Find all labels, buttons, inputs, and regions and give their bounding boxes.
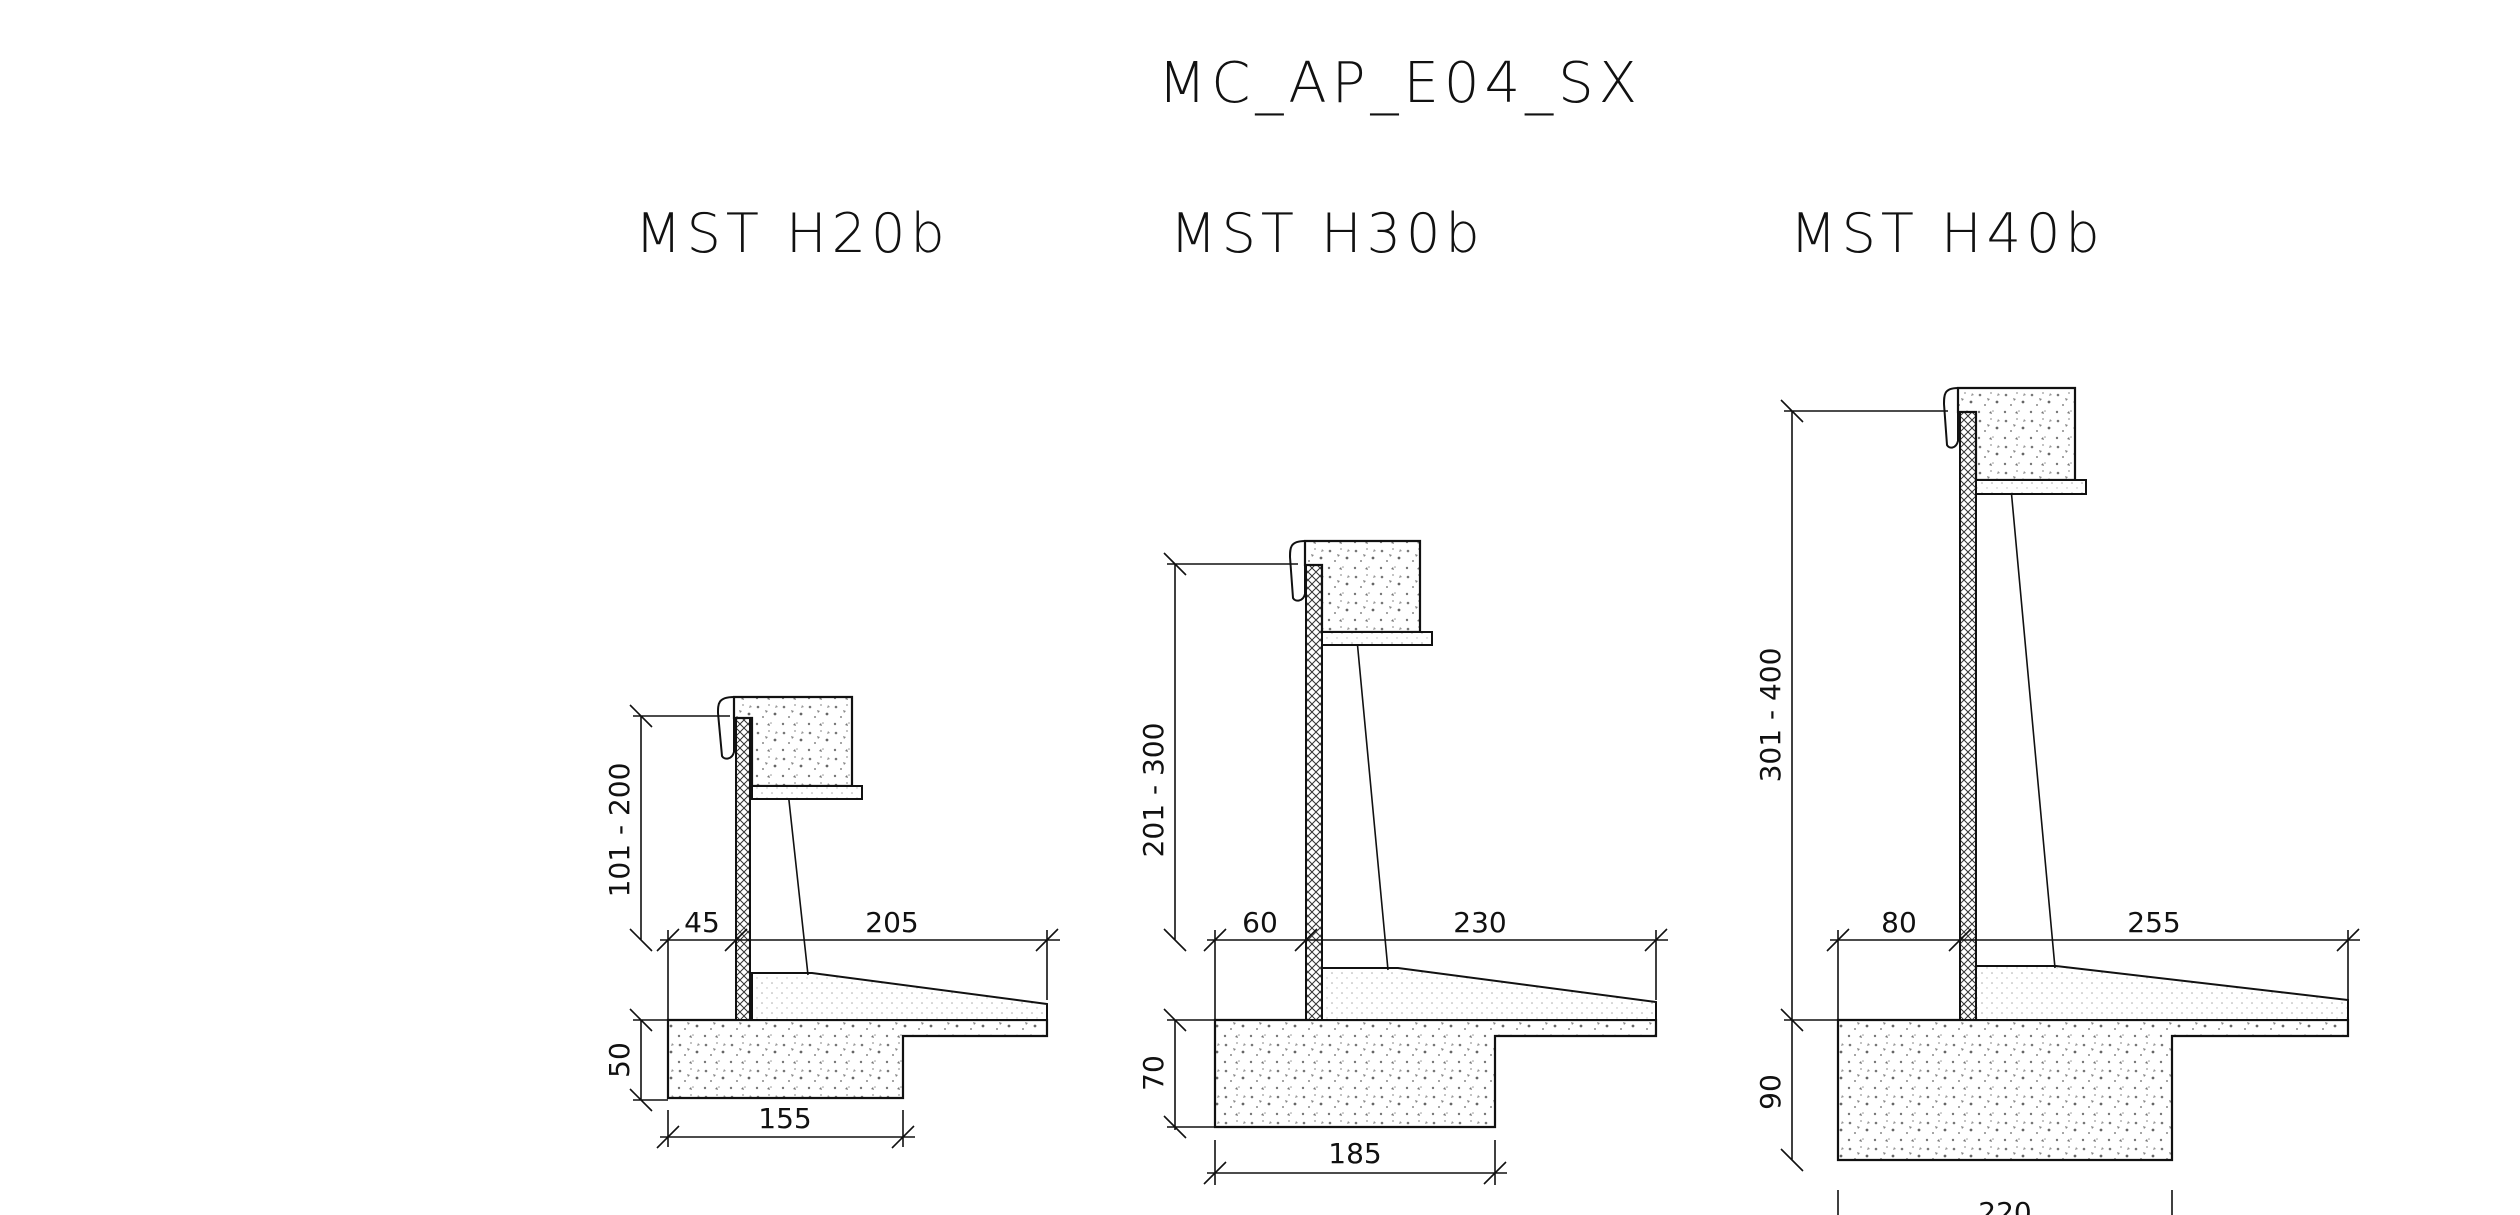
footing: [1213, 1018, 1658, 1129]
section-title-h30b: MST H30b: [1170, 202, 1485, 265]
barrier-post: [1959, 409, 1977, 1021]
dim-footing-width: [1837, 1190, 2173, 1215]
rail-lip: [716, 696, 735, 760]
footing: [666, 1018, 1049, 1100]
dim-footing-depth: [629, 1008, 668, 1112]
barrier-post: [735, 696, 751, 1021]
dim-widths: [656, 928, 1060, 1020]
section-h20b: 101 - 200 50 45 205 155: [603, 695, 1060, 1149]
dim-footing-width: [1203, 1140, 1507, 1185]
dim-footing-width: [656, 1110, 915, 1149]
dim-right-width-label: 255: [2127, 906, 2180, 939]
dim-height-label: 201 - 300: [1137, 723, 1170, 858]
dim-right-width-label: 205: [865, 906, 918, 939]
dim-footing-depth-label: 90: [1754, 1074, 1787, 1110]
dim-footing-depth-label: 70: [1137, 1055, 1170, 1091]
deck-wedge: [1975, 965, 2349, 1021]
dim-footing-width-label: 185: [1328, 1137, 1381, 1170]
dim-height-label: 301 - 400: [1754, 648, 1787, 783]
section-title-h20b: MST H20b: [635, 202, 950, 265]
dim-right-width-label: 230: [1453, 906, 1506, 939]
section-title-h40b: MST H40b: [1790, 202, 2105, 265]
rail-plate: [1975, 479, 2087, 495]
dim-footing-width-label: 155: [758, 1102, 811, 1135]
footing: [1836, 1018, 2350, 1162]
dim-footing-depth: [1163, 1008, 1215, 1139]
dim-height: [1780, 399, 1948, 1172]
rail-lip: [1942, 387, 1959, 449]
section-h30b: 201 - 300 70 60 230 185: [1137, 539, 1668, 1185]
rail-block: [1303, 539, 1422, 634]
dim-widths: [1203, 928, 1668, 1020]
rail-plate: [1321, 631, 1433, 646]
section-h40b: 301 - 400 90 80 255 220: [1754, 386, 2360, 1215]
drawing-title: MC_AP_E04_SX: [1158, 51, 1642, 116]
dim-footing-width-label: 220: [1978, 1196, 2031, 1215]
rail-lip: [1288, 540, 1306, 602]
post-brace: [1982, 411, 2056, 969]
rail-block: [732, 695, 854, 788]
deck-wedge: [751, 972, 1048, 1021]
dim-footing-depth-label: 50: [603, 1042, 636, 1078]
dim-left-width-label: 60: [1242, 906, 1278, 939]
dim-widths: [1826, 928, 2360, 1020]
dim-height: [1163, 552, 1298, 952]
rail-plate: [751, 785, 863, 800]
barrier-post: [1305, 561, 1323, 1021]
dim-height-label: 101 - 200: [603, 763, 636, 898]
dim-left-width-label: 45: [684, 906, 720, 939]
dim-height: [629, 704, 730, 952]
dim-left-width-label: 80: [1881, 906, 1917, 939]
rail-block: [1956, 386, 2077, 482]
deck-wedge: [1321, 967, 1657, 1021]
